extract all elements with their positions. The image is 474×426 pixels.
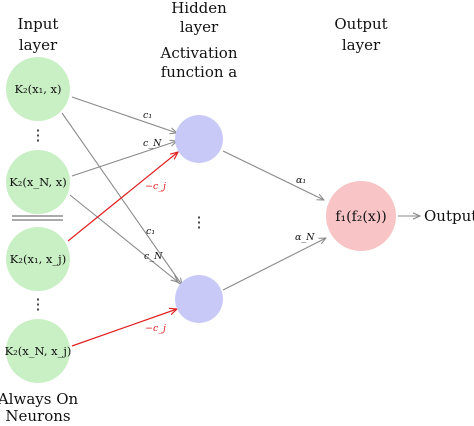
edge-hidden2-output — [222, 238, 326, 291]
hidden-layer-title-line2: layer — [180, 18, 219, 36]
edge-label-alpha1: α₁ — [296, 175, 306, 186]
always-on-node-N-label: K₂(x_N, x_j) — [5, 344, 72, 358]
edge-always1-hidden1 — [67, 152, 178, 242]
edge-label-c1-bottom: c₁ — [146, 226, 155, 237]
output-arrow-label: Output — [424, 207, 474, 225]
hidden-node-1 — [175, 115, 223, 163]
edge-input1-hidden2 — [61, 112, 182, 285]
input-node-1 — [6, 57, 70, 121]
hidden-vertical-dots: ⋮ — [192, 213, 207, 231]
hidden-node-2 — [175, 275, 223, 323]
edge-label-c1-top: c₁ — [143, 110, 152, 121]
always-on-title-line2: Neurons — [5, 407, 70, 425]
edge-label-alphaN: α_N — [295, 232, 315, 243]
output-node-label: f₁(f₂(x)) — [335, 209, 386, 225]
always-on-vertical-dots: ⋮ — [31, 295, 46, 313]
input-layer-title-line1: Input — [18, 15, 59, 33]
always-on-node-N — [6, 319, 70, 383]
edge-label-cN-bottom: c_N — [144, 251, 163, 262]
input-node-N — [6, 150, 70, 214]
activation-title-line1: Activation — [160, 44, 238, 62]
edge-alwaysN-hidden2 — [71, 309, 177, 347]
edge-label-neg-cj-top: −c_j — [145, 181, 166, 192]
activation-title-line2: function a — [161, 63, 238, 81]
edge-hidden1-output — [222, 150, 324, 200]
always-on-title-line1: Always On — [0, 390, 78, 408]
input-vertical-dots: ⋮ — [31, 126, 46, 144]
input-node-N-label: K₂(x_N, x) — [9, 175, 67, 189]
input-node-1-label: K₂(x₁, x) — [14, 82, 61, 96]
always-on-node-1 — [6, 227, 70, 291]
output-node — [326, 181, 396, 251]
edge-label-cN-top: c_N — [143, 138, 162, 149]
always-on-node-1-label: K₂(x₁, x_j) — [10, 252, 66, 266]
output-layer-title-line1: Output — [334, 15, 387, 33]
input-layer-title-line2: layer — [19, 36, 58, 54]
edge-label-neg-cj-bottom: −c_j — [145, 323, 166, 334]
edge-inputN-hidden1 — [71, 141, 177, 177]
output-layer-title-line2: layer — [342, 36, 381, 54]
edge-inputN-hidden2 — [69, 194, 178, 282]
hidden-layer-title-line1: Hidden — [171, 0, 227, 17]
edge-input1-hidden1 — [71, 96, 177, 133]
